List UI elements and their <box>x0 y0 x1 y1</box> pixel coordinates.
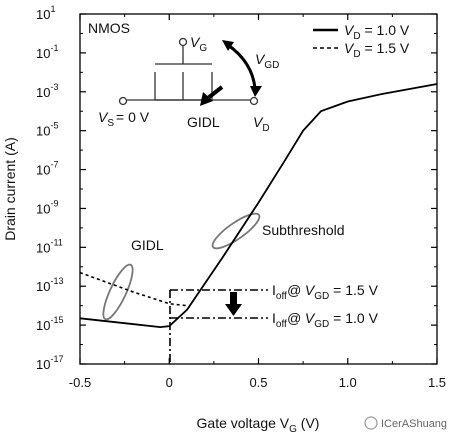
y-tick-label: 101 <box>36 4 55 22</box>
gidl-curve-label: GIDL <box>131 237 164 253</box>
y-tick-label: 10-13 <box>36 276 63 294</box>
source-terminal <box>118 96 128 106</box>
gidl-arrow-label: GIDL <box>187 114 220 130</box>
subthreshold-label: Subthreshold <box>262 222 345 238</box>
y-tick-label: 10-1 <box>36 43 58 61</box>
y-tick-label: 10-15 <box>36 315 63 333</box>
nmos-label: NMOS <box>88 20 130 36</box>
legend: VD = 1.0 V VD = 1.5 V <box>313 22 410 60</box>
x-tick-label: 0 <box>166 375 173 390</box>
watermark-text: ICerAShuang <box>381 418 447 430</box>
drain-terminal <box>249 96 259 106</box>
x-axis-label: Gate voltage VG (V) <box>197 415 320 435</box>
legend-item-vd-1-5v: VD = 1.5 V <box>344 40 410 60</box>
y-axis-ticks: 101 10-1 10-3 10-5 10-7 10-9 10-11 10-13 10-15 10… <box>36 4 437 372</box>
x-tick-label: -0.5 <box>69 375 91 390</box>
legend-item-vd-1v: VD = 1.0 V <box>344 22 410 42</box>
y-tick-label: 10-9 <box>36 198 58 216</box>
x-tick-label: 0.5 <box>249 375 267 390</box>
x-tick-label: 1.0 <box>339 375 357 390</box>
vd-label: VD <box>253 114 270 134</box>
ioff-1-5v-label: Ioff@ VGD = 1.5 V <box>272 282 379 302</box>
y-tick-label: 10-11 <box>36 237 63 255</box>
gidl-arrow-icon <box>200 85 224 106</box>
y-tick-label: 10-3 <box>36 82 58 100</box>
nmos-schematic: NMOS <box>88 20 259 106</box>
watermark: ICerAShuang <box>364 416 447 430</box>
ioff-1-0v-label: Ioff@ VGD = 1.0 V <box>272 310 379 330</box>
y-axis-label: Drain current (A) <box>2 137 18 240</box>
gate-terminal <box>178 37 188 47</box>
x-tick-label: 1.5 <box>428 375 446 390</box>
vgd-double-arrow-icon <box>222 40 262 97</box>
ioff-markers <box>169 289 268 364</box>
series-vd-1v <box>79 83 438 329</box>
vgd-label: VGD <box>255 51 279 71</box>
y-tick-label: 10-17 <box>36 354 63 372</box>
vs-label: VS= 0 V <box>98 109 150 129</box>
x-axis-ticks: -0.5 0 0.5 1.0 1.5 <box>69 14 446 390</box>
vg-label: VG <box>190 34 207 54</box>
y-tick-label: 10-7 <box>36 160 58 178</box>
series-vd-1-5v <box>79 271 188 307</box>
watermark-icon <box>364 416 378 430</box>
subthreshold-ellipse <box>211 212 261 250</box>
gidl-ellipse <box>102 263 134 321</box>
y-tick-label: 10-5 <box>36 121 58 139</box>
ioff-down-arrow-icon <box>225 292 242 316</box>
